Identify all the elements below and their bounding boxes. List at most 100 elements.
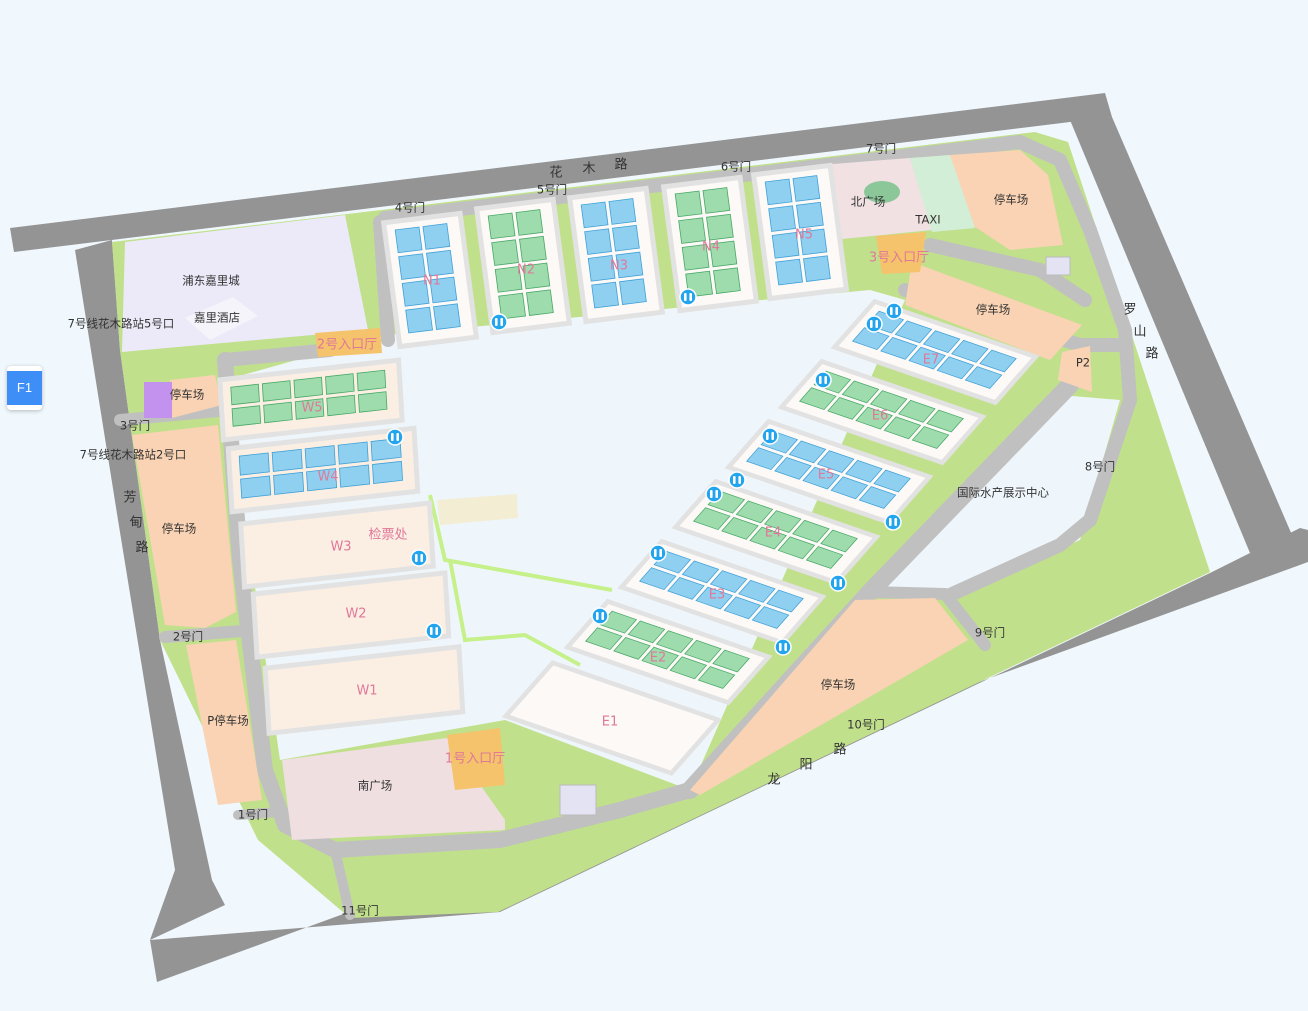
booth[interactable] bbox=[231, 405, 262, 427]
booth[interactable] bbox=[926, 409, 964, 433]
parking-label[interactable]: 停车场 bbox=[976, 303, 1011, 317]
hall-w5[interactable] bbox=[217, 357, 405, 443]
restroom-icon[interactable] bbox=[649, 544, 667, 562]
booth[interactable] bbox=[394, 226, 423, 254]
gate-3[interactable]: 3号门 bbox=[120, 419, 150, 433]
booth[interactable] bbox=[498, 292, 526, 320]
booth[interactable] bbox=[238, 452, 270, 476]
hall-label-e4[interactable]: E4 bbox=[765, 526, 782, 541]
parking-label[interactable]: 停车场 bbox=[162, 522, 197, 536]
booth[interactable] bbox=[788, 440, 827, 464]
booth[interactable] bbox=[487, 212, 516, 240]
hall-w4[interactable] bbox=[225, 425, 421, 515]
parking-label[interactable]: 停车场 bbox=[821, 678, 856, 692]
parking-label[interactable]: 停车场 bbox=[994, 193, 1029, 207]
booth[interactable] bbox=[855, 406, 893, 430]
booth[interactable] bbox=[805, 546, 844, 569]
booth[interactable] bbox=[357, 391, 388, 413]
entrance-hall-1-label[interactable]: 1号入口厅 bbox=[445, 752, 505, 767]
booth[interactable] bbox=[669, 656, 708, 680]
gate-2[interactable]: 2号门 bbox=[173, 630, 203, 644]
booth[interactable] bbox=[774, 456, 812, 480]
hall-label-e3[interactable]: E3 bbox=[709, 588, 726, 603]
booth[interactable] bbox=[339, 464, 371, 488]
hall-n4[interactable] bbox=[660, 174, 760, 314]
booth[interactable] bbox=[372, 460, 404, 484]
booth[interactable] bbox=[796, 201, 824, 229]
booth[interactable] bbox=[979, 349, 1017, 373]
hall-label-e5[interactable]: E5 bbox=[818, 468, 835, 483]
restroom-icon[interactable] bbox=[728, 471, 746, 489]
hall-label-n1[interactable]: N1 bbox=[423, 274, 441, 289]
kerry-hotel-label[interactable]: 嘉里酒店 bbox=[194, 311, 240, 325]
booth[interactable] bbox=[494, 266, 523, 293]
restroom-icon[interactable] bbox=[679, 288, 697, 306]
restroom-icon[interactable] bbox=[386, 428, 404, 446]
booth[interactable] bbox=[898, 399, 936, 423]
restroom-icon[interactable] bbox=[774, 638, 792, 656]
entrance-hall-3[interactable] bbox=[876, 232, 926, 274]
booth[interactable] bbox=[883, 416, 922, 440]
booth[interactable] bbox=[709, 570, 748, 593]
hall-n3[interactable] bbox=[566, 185, 666, 325]
booth[interactable] bbox=[771, 232, 800, 259]
booth[interactable] bbox=[261, 380, 292, 402]
booth[interactable] bbox=[697, 666, 736, 689]
booth[interactable] bbox=[580, 201, 609, 229]
hall-n2[interactable] bbox=[473, 196, 573, 336]
gate-10[interactable]: 10号门 bbox=[847, 718, 885, 732]
entrance-hall-2[interactable] bbox=[315, 328, 382, 357]
booth[interactable] bbox=[293, 376, 323, 399]
booth[interactable] bbox=[587, 255, 616, 282]
gate-5[interactable]: 5号门 bbox=[537, 183, 567, 197]
booth[interactable] bbox=[627, 620, 666, 644]
p2-label[interactable]: P2 bbox=[1076, 356, 1090, 370]
booth[interactable] bbox=[908, 346, 946, 370]
booth[interactable] bbox=[869, 390, 908, 413]
booth[interactable] bbox=[401, 280, 430, 307]
booth[interactable] bbox=[827, 396, 865, 420]
booth[interactable] bbox=[964, 366, 1003, 389]
booth[interactable] bbox=[712, 649, 750, 673]
north-plaza-label[interactable]: 北广场 bbox=[851, 195, 886, 209]
booth[interactable] bbox=[608, 198, 637, 225]
booth[interactable] bbox=[263, 401, 293, 424]
booth[interactable] bbox=[820, 529, 858, 553]
booth[interactable] bbox=[922, 330, 961, 353]
booth[interactable] bbox=[522, 262, 551, 290]
hall-label-w3[interactable]: W3 bbox=[330, 540, 351, 555]
hall-label-e1[interactable]: E1 bbox=[602, 715, 619, 730]
booth[interactable] bbox=[429, 276, 458, 304]
restroom-icon[interactable] bbox=[410, 549, 428, 567]
booth[interactable] bbox=[678, 217, 706, 244]
entrance-hall-3-label[interactable]: 3号入口厅 bbox=[869, 251, 929, 266]
taxi-label[interactable]: TAXI bbox=[914, 213, 940, 227]
hall-w2[interactable] bbox=[250, 570, 452, 660]
floor-selector-button[interactable]: F1 bbox=[7, 366, 42, 410]
booth[interactable] bbox=[398, 253, 426, 280]
metro-exit-5-label[interactable]: 7号线花木路站5号口 bbox=[68, 317, 175, 331]
booth[interactable] bbox=[706, 213, 734, 241]
booth[interactable] bbox=[304, 445, 336, 469]
booth[interactable] bbox=[799, 228, 828, 256]
booth[interactable] bbox=[695, 586, 733, 610]
booth[interactable] bbox=[422, 223, 451, 250]
booth[interactable] bbox=[749, 526, 787, 550]
booth[interactable] bbox=[775, 258, 803, 286]
booth[interactable] bbox=[709, 240, 738, 268]
booth[interactable] bbox=[405, 306, 433, 334]
hall-n1[interactable] bbox=[380, 210, 480, 350]
restroom-icon[interactable] bbox=[884, 513, 902, 531]
booth[interactable] bbox=[356, 369, 387, 392]
booth[interactable] bbox=[515, 209, 544, 236]
ticket-check-label[interactable]: 检票处 bbox=[368, 528, 407, 543]
booth[interactable] bbox=[294, 398, 325, 420]
booth[interactable] bbox=[519, 235, 547, 263]
booth[interactable] bbox=[273, 471, 305, 495]
booth[interactable] bbox=[746, 447, 784, 471]
booth[interactable] bbox=[721, 516, 759, 540]
hall-w1[interactable] bbox=[262, 644, 466, 736]
booth[interactable] bbox=[667, 576, 705, 600]
booth[interactable] bbox=[684, 639, 722, 663]
